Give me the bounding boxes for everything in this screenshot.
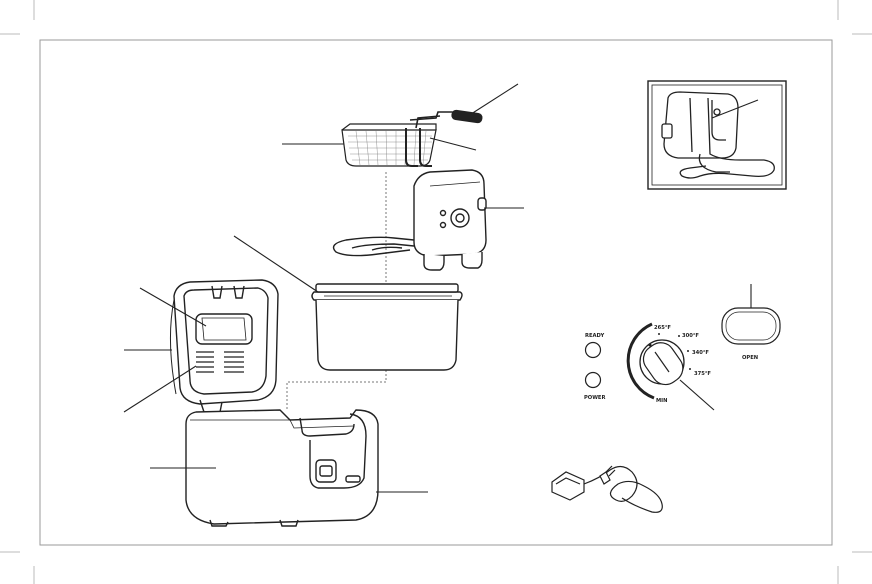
power-cord (551, 465, 663, 513)
ready-light (584, 341, 602, 359)
callout-vent (123, 365, 197, 413)
callout-inset (711, 99, 759, 119)
diagram-frame (39, 39, 833, 546)
temp-340-label: 340°F (692, 350, 709, 356)
open-label: OPEN (742, 355, 758, 361)
open-button (721, 307, 781, 345)
temp-265-label: 265°F (654, 325, 671, 331)
min-label: MIN (656, 398, 667, 404)
ready-label: READY (585, 333, 604, 339)
fry-basket (341, 109, 483, 167)
fryer-body (185, 409, 379, 527)
callout-lines (123, 83, 759, 493)
callout-handle (467, 83, 519, 117)
assembly-guide-lines (286, 172, 387, 410)
temp-375-label: 375°F (694, 371, 711, 377)
callout-reservoir (233, 235, 319, 293)
power-light (584, 371, 602, 389)
power-label: POWER (584, 395, 605, 401)
callout-dial (679, 379, 715, 411)
control-head (332, 169, 487, 271)
temp-300-label: 300°F (682, 333, 699, 339)
callout-window (139, 287, 207, 327)
oil-reservoir (311, 283, 463, 371)
callout-basket-hook (429, 137, 477, 151)
temperature-dial (639, 339, 685, 386)
control-panel-detail: READY POWER 265°F 300°F 340°F 375°F MIN … (584, 307, 781, 404)
inset-detail (647, 80, 787, 190)
dial-arc (626, 322, 655, 400)
lid-vents (196, 351, 244, 373)
fryer-lid (169, 279, 279, 413)
